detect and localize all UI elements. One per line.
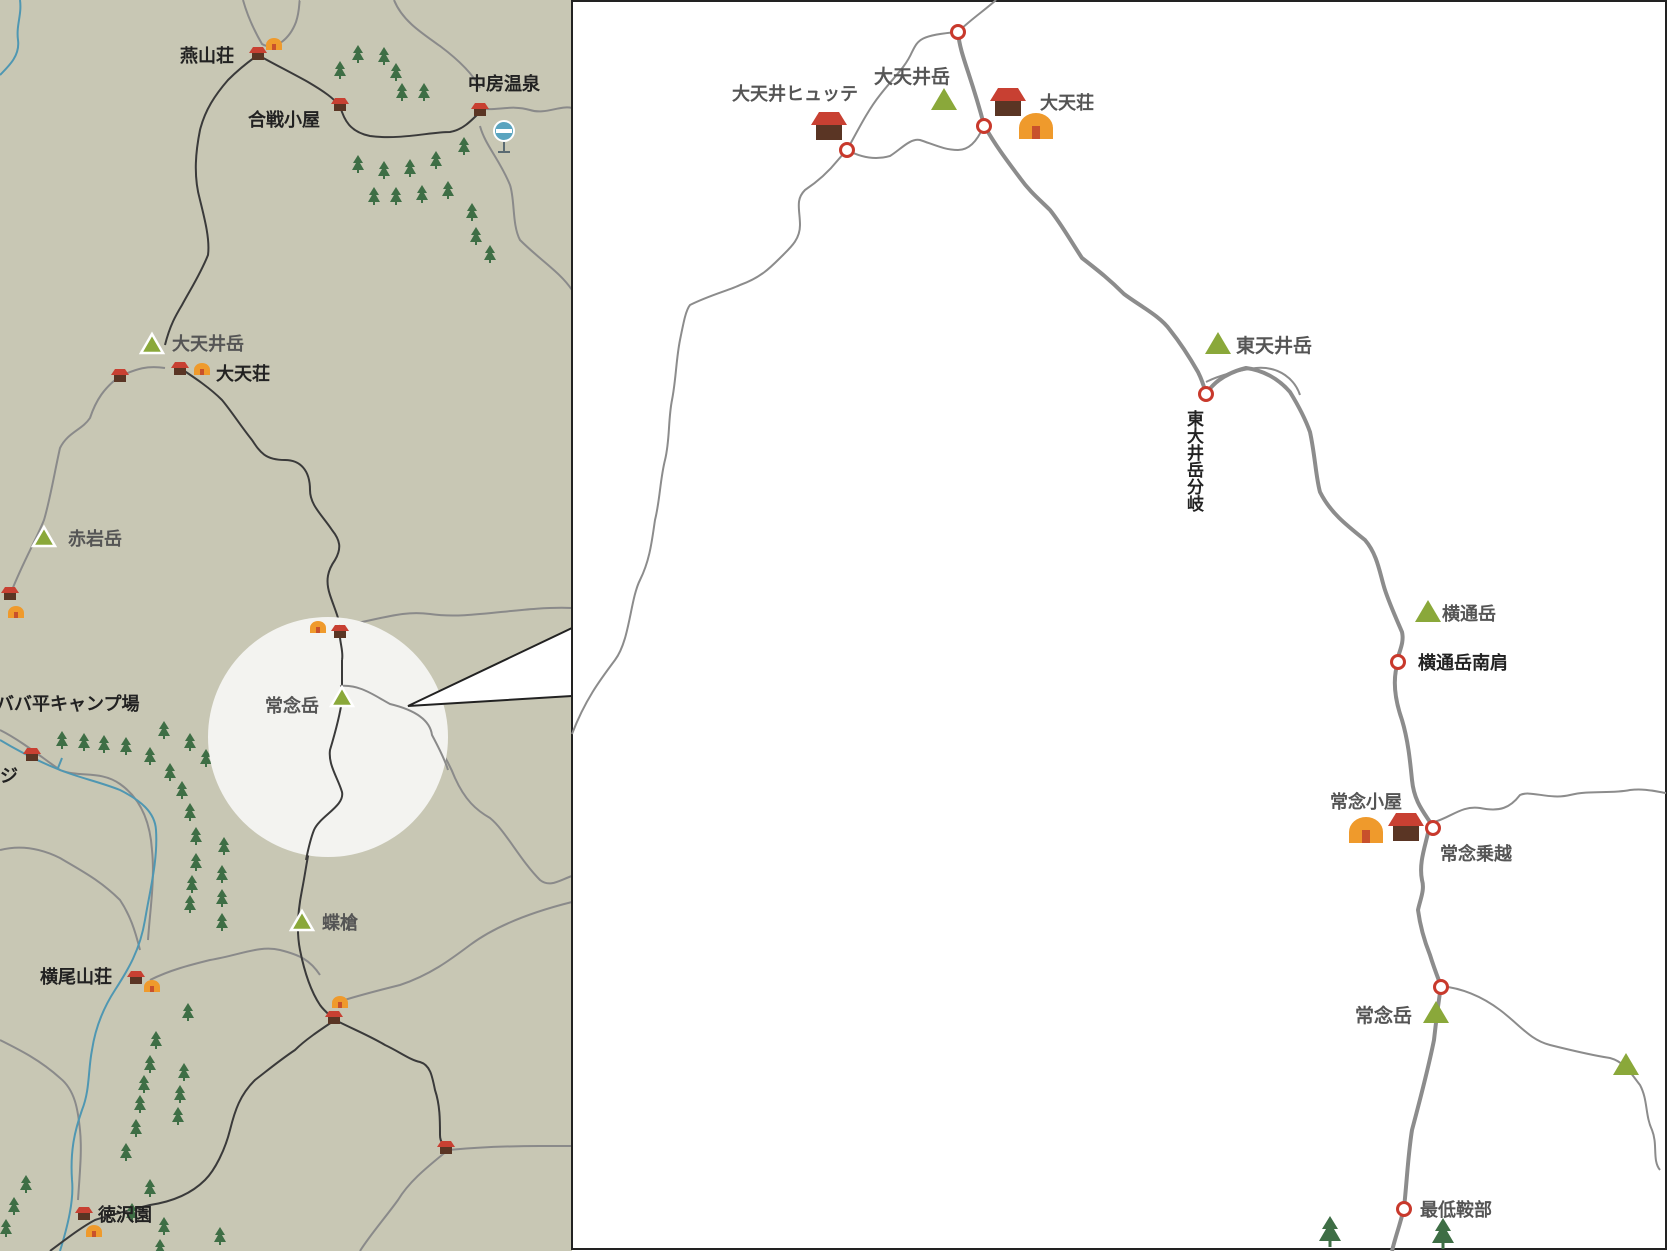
label-yokoo-sanso: 横尾山荘 [40,966,112,988]
label-babadaira-camp: ババ平キャンプ場 [0,693,139,715]
zoom-highlight [208,617,448,857]
label-jonendake-detail: 常念岳 [1355,1004,1412,1027]
label-otenjodake: 大天井岳 [172,333,244,355]
label-otenjodake-detail: 大天井岳 [874,65,950,88]
waypoint-marker [1198,386,1214,402]
label-otenso: 大天荘 [216,363,270,385]
label-saitei-anbu: 最低鞍部 [1420,1199,1492,1221]
label-tokusawaen: 徳沢園 [97,1204,152,1226]
label-akaiwadake: 赤岩岳 [68,528,122,550]
waypoint-marker [1390,654,1406,670]
detail-map: 大天井ヒュッテ 大天井岳 大天荘 東天井岳 東大井岳分岐 横通岳 横通岳南肩 常… [571,0,1667,1251]
label-yokotoshi-south-shoulder: 横通岳南肩 [1418,652,1508,674]
waypoint-marker [1396,1201,1412,1217]
label-chouyari: 蝶槍 [322,912,359,934]
label-higashi-otenjo-junction: 東大井岳分岐 [1183,409,1204,513]
label-nakabusa-onsen: 中房温泉 [468,73,541,95]
label-yokotoshi-dake: 横通岳 [1442,603,1496,625]
detail-panel [571,0,1667,1250]
detail-labels: 大天井ヒュッテ 大天井岳 大天荘 東天井岳 東大井岳分岐 横通岳 横通岳南肩 常… [732,65,1513,1221]
waypoint-marker [1433,979,1449,995]
label-ji: ジ [0,766,18,787]
rivers [0,0,158,1251]
waypoint-marker [976,118,992,134]
overview-map: 燕山荘 合戦小屋 中房温泉 大天井岳 大天荘 赤岩岳 ババ平キャンプ場 ジ 常念… [0,0,573,1251]
label-otenjo-hutte: 大天井ヒュッテ [732,83,858,105]
waypoint-marker [839,142,855,158]
overview-labels: 燕山荘 合戦小屋 中房温泉 大天井岳 大天荘 赤岩岳 ババ平キャンプ場 ジ 常念… [0,45,541,1226]
waypoint-marker [1425,820,1441,836]
label-tsubakuro-sanso: 燕山荘 [180,45,234,67]
label-jonen-norikoshi: 常念乗越 [1440,843,1513,865]
label-otenso-detail: 大天荘 [1040,92,1094,114]
label-jonendake-overview: 常念岳 [265,695,319,717]
label-jonen-goya: 常念小屋 [1330,791,1402,813]
waypoint-marker [950,24,966,40]
label-kassen-goya: 合戦小屋 [248,109,320,131]
bus-stop-icon [493,120,515,153]
label-higashi-otenjodake: 東天井岳 [1236,334,1312,357]
